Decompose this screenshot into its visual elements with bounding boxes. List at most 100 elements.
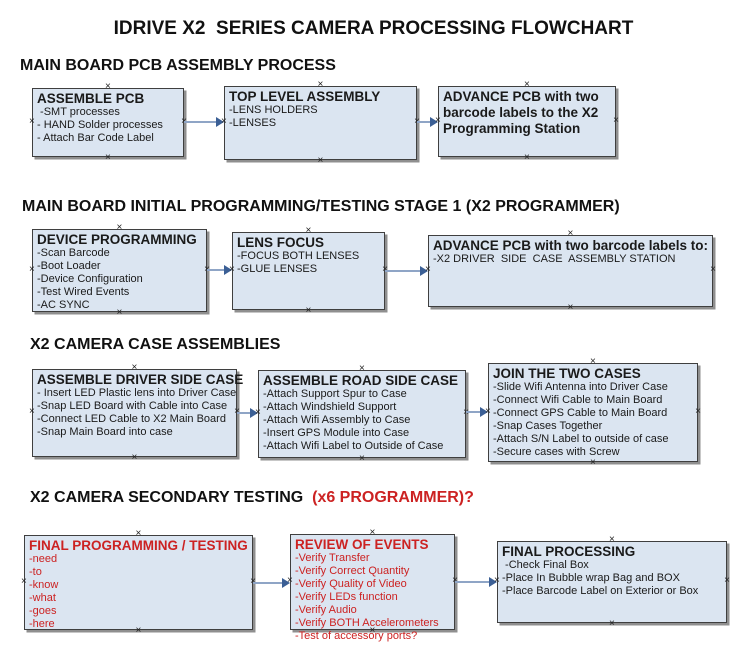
box-title: ASSEMBLE ROAD SIDE CASE (263, 373, 459, 388)
x-handle-icon (609, 620, 615, 628)
arrow-line (207, 269, 226, 271)
box-line: -Scan Barcode (37, 247, 110, 259)
x-handle-icon (117, 309, 123, 317)
flow-arrow (207, 265, 232, 275)
arrowhead-icon (480, 407, 488, 417)
x-handle-icon (590, 459, 596, 467)
section-heading-pcb-assembly: MAIN BOARD PCB ASSEMBLY PROCESS (20, 57, 336, 74)
box-title: FINAL PROGRAMMING / TESTING (29, 538, 248, 553)
arrowhead-icon (282, 578, 290, 588)
flow-box-top-level-assembly: TOP LEVEL ASSEMBLY -LENS HOLDERS -LENSES (224, 86, 417, 160)
arrowhead-icon (216, 117, 224, 127)
box-line: -Snap LED Board with Cable into Case (37, 400, 228, 412)
box-line: -LENS HOLDERS (229, 104, 318, 116)
flow-arrow (385, 266, 428, 276)
flow-box-final-processing: FINAL PROCESSING -Check Final Box -Place… (497, 541, 727, 623)
box-line: -GLUE LENSES (237, 263, 318, 275)
box-line: -Connect Wifi Cable to Main Board (493, 394, 663, 406)
arrow-line (455, 581, 491, 583)
flow-arrow (455, 577, 497, 587)
flow-arrow (237, 408, 258, 418)
arrow-line (184, 121, 218, 123)
box-line: -Attach Wifi Assembly to Case (263, 414, 411, 426)
box-line: -know (29, 579, 59, 591)
box-line: -Slide Wifi Antenna into Driver Case (493, 381, 668, 393)
section-heading-black: X2 CAMERA SECONDARY TESTING (30, 489, 304, 506)
box-title: DEVICE PROGRAMMING (37, 232, 197, 247)
box-line: -what (29, 592, 56, 604)
x-handle-icon (306, 227, 312, 235)
box-line: -FOCUS BOTH LENSES (237, 250, 360, 262)
x-handle-icon (613, 117, 619, 125)
x-handle-icon (710, 266, 716, 274)
box-line: -Snap Main Board into case (37, 426, 173, 438)
flow-arrow (253, 578, 290, 588)
x-handle-icon (724, 577, 730, 585)
x-handle-icon (255, 409, 261, 417)
box-line: -Connect GPS Cable to Main Board (493, 407, 668, 419)
arrowhead-icon (224, 265, 232, 275)
flow-box-assemble-road-side-case: ASSEMBLE ROAD SIDE CASE -Attach Support … (258, 370, 466, 458)
x-handle-icon (359, 455, 365, 463)
x-handle-icon (494, 577, 500, 585)
box-line: -Connect LED Cable to X2 Main Board (37, 413, 226, 425)
arrowhead-icon (489, 577, 497, 587)
x-handle-icon (568, 230, 574, 238)
section-heading-case-assemblies: X2 CAMERA CASE ASSEMBLIES (30, 336, 281, 353)
box-line: -Attach Support Spur to Case (263, 388, 407, 400)
section-heading-initial-programming: MAIN BOARD INITIAL PROGRAMMING/TESTING S… (22, 198, 620, 215)
box-title: ASSEMBLE DRIVER SIDE CASE (37, 372, 244, 387)
flow-arrow (417, 117, 438, 127)
box-line: -Place Barcode Label on Exterior or Box (502, 585, 699, 597)
box-line: -Secure cases with Screw (493, 446, 620, 458)
x-handle-icon (695, 408, 701, 416)
box-line: -LENSES (229, 117, 277, 129)
box-line: - HAND Solder processes (37, 119, 163, 131)
box-line: -Test Wired Events (37, 286, 130, 298)
arrow-line (237, 412, 252, 414)
box-title: FINAL PROCESSING (502, 544, 636, 559)
x-handle-icon (21, 578, 27, 586)
x-handle-icon (105, 83, 111, 91)
x-handle-icon (221, 118, 227, 126)
section-heading-red: (x6 PROGRAMMER)? (303, 489, 474, 506)
flow-box-join-the-two-cases: JOIN THE TWO CASES -Slide Wifi Antenna i… (488, 363, 698, 462)
box-line: -here (29, 618, 55, 630)
box-line: -Insert GPS Module into Case (263, 427, 410, 439)
box-title: LENS FOCUS (237, 235, 325, 250)
x-handle-icon (132, 454, 138, 462)
flow-box-device-programming: DEVICE PROGRAMMING -Scan Barcode -Boot L… (32, 229, 207, 312)
flow-box-review-of-events: REVIEW OF EVENTS -Verify Transfer -Verif… (290, 534, 455, 642)
x-handle-icon (132, 364, 138, 372)
arrow-line (253, 582, 284, 584)
x-handle-icon (425, 266, 431, 274)
x-handle-icon (435, 117, 441, 125)
box-line: -Place In Bubble wrap Bag and BOX (502, 572, 680, 584)
page-title: IDRIVE X2 SERIES CAMERA PROCESSING FLOWC… (113, 18, 634, 39)
x-handle-icon (609, 536, 615, 544)
arrow-line (385, 270, 422, 272)
box-line: -Verify LEDs function (295, 591, 398, 603)
x-handle-icon (306, 307, 312, 315)
box-title: ASSEMBLE PCB (37, 91, 145, 106)
x-handle-icon (29, 266, 35, 274)
x-handle-icon (117, 224, 123, 232)
x-handle-icon (318, 81, 324, 89)
flow-box-assemble-pcb: ASSEMBLE PCB -SMT processes - HAND Solde… (32, 88, 184, 157)
section-heading-secondary-testing: X2 CAMERA SECONDARY TESTING (x6 PROGRAMM… (30, 489, 474, 507)
box-line: -Attach Windshield Support (263, 401, 397, 413)
box-line: -Attach S/N Label to outside of case (493, 433, 669, 445)
box-line: -Verify Quality of Video (295, 578, 407, 590)
box-line: -SMT processes (37, 106, 120, 118)
flow-arrow (466, 407, 488, 417)
x-handle-icon (136, 627, 142, 635)
flow-box-advance-pcb-programming-station: ADVANCE PCB with two barcode labels to t… (438, 86, 616, 157)
box-line: -Verify Correct Quantity (295, 565, 410, 577)
x-handle-icon (590, 358, 596, 366)
x-handle-icon (370, 627, 376, 635)
box-line: - Insert LED Plastic lens into Driver Ca… (37, 387, 237, 399)
arrowhead-icon (420, 266, 428, 276)
box-line: -Verify BOTH Accelerometers (295, 617, 439, 629)
box-line: -AC SYNC (37, 299, 90, 311)
x-handle-icon (29, 118, 35, 126)
